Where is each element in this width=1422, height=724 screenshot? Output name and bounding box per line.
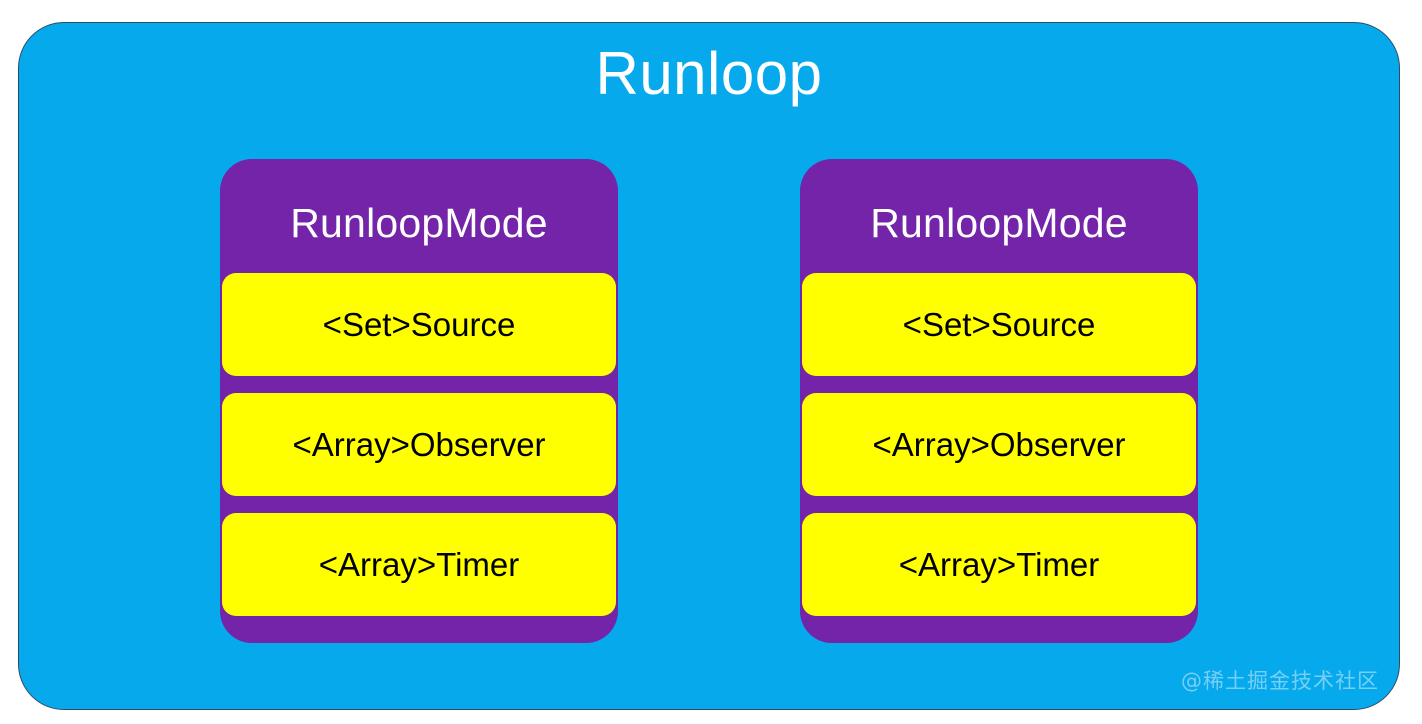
mode-item-timer-2: <Array>Timer (802, 513, 1196, 616)
mode-item-timer-1: <Array>Timer (222, 513, 616, 616)
runloop-mode-box-2: RunloopMode <Set>Source <Array>Observer … (800, 159, 1198, 643)
runloop-container: Runloop RunloopMode <Set>Source <Array>O… (18, 22, 1400, 710)
runloop-mode-box-1: RunloopMode <Set>Source <Array>Observer … (220, 159, 618, 643)
mode-item-observer-2: <Array>Observer (802, 393, 1196, 496)
runloop-title: Runloop (595, 40, 823, 107)
mode-item-observer-1: <Array>Observer (222, 393, 616, 496)
mode-item-source-2: <Set>Source (802, 273, 1196, 376)
runloop-mode-items-2: <Set>Source <Array>Observer <Array>Timer (802, 273, 1196, 616)
runloop-mode-items-1: <Set>Source <Array>Observer <Array>Timer (222, 273, 616, 616)
mode-item-source-1: <Set>Source (222, 273, 616, 376)
runloop-mode-title-1: RunloopMode (290, 200, 548, 246)
runloop-modes-row: RunloopMode <Set>Source <Array>Observer … (19, 159, 1399, 679)
runloop-mode-title-2: RunloopMode (870, 200, 1128, 246)
watermark-text: @稀土掘金技术社区 (1181, 669, 1379, 693)
